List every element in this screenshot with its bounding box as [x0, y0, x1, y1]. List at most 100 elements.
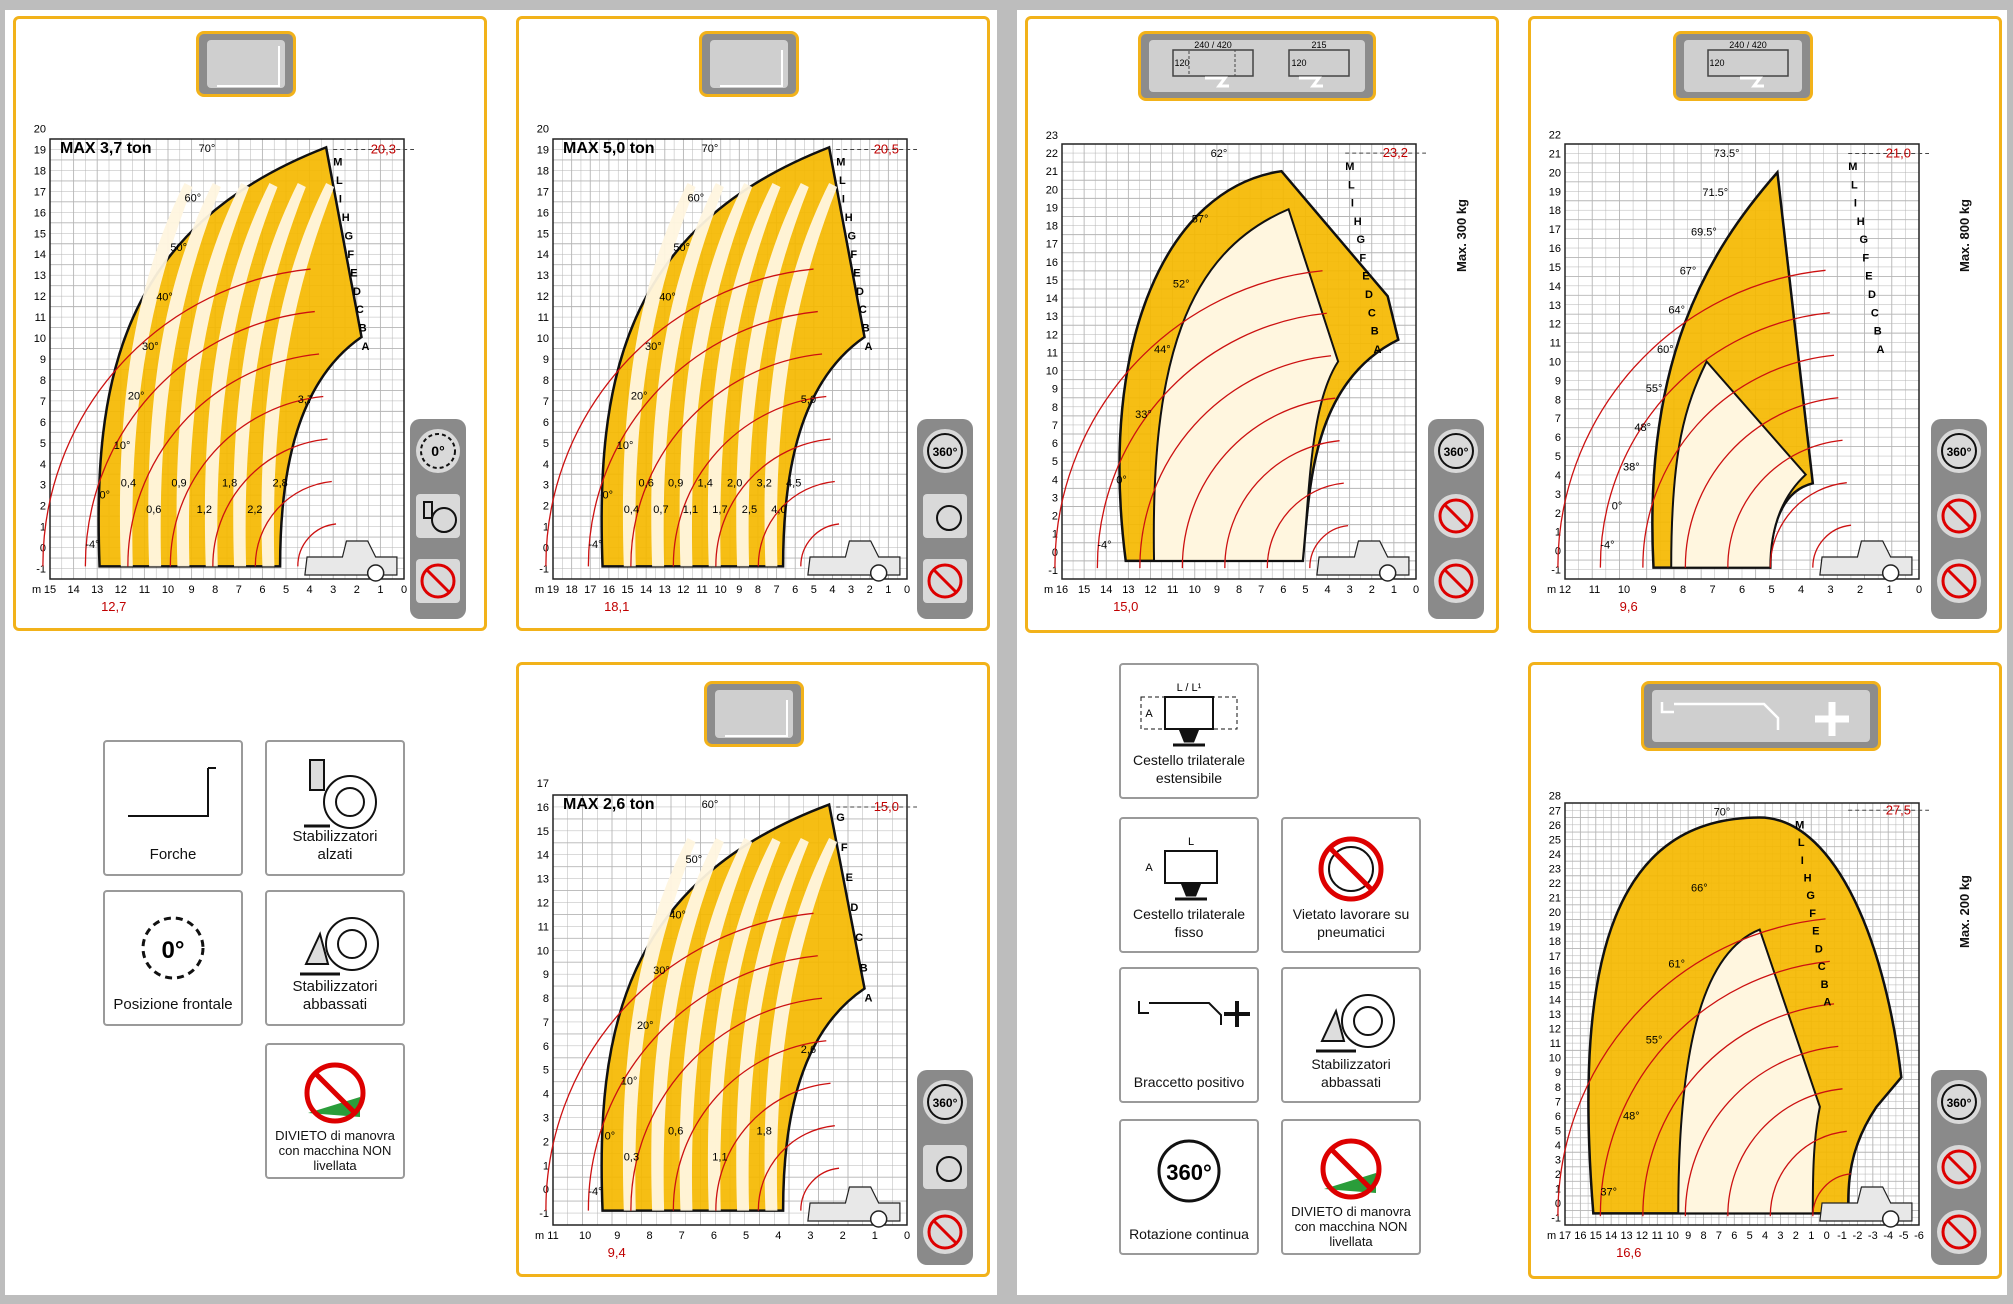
x-tick-label: 7: [236, 584, 242, 596]
angle-label: 30°: [645, 341, 662, 353]
reach-arc: [587, 310, 818, 567]
rotation-icon-text: 360°: [1444, 445, 1469, 459]
machine-wheel: [1881, 1210, 1900, 1228]
section-letter: F: [1862, 252, 1869, 264]
machine-wheel: [1881, 564, 1900, 582]
section-letter: M: [1848, 161, 1857, 173]
rotation-icon-text: 360°: [1947, 445, 1972, 459]
section-letter: C: [1368, 307, 1376, 319]
x-tick-label: 14: [1605, 1230, 1617, 1242]
y-tick-label: 5: [1555, 1125, 1561, 1137]
y-tick-label: 15: [1549, 980, 1561, 992]
band-stripe: [736, 838, 809, 1211]
reach-arc: [212, 438, 328, 567]
x-tick-label: 0: [904, 584, 910, 596]
grid-frame: [1061, 143, 1417, 580]
load-label: 0,9: [668, 478, 683, 490]
x-tick-label: 10: [1667, 1230, 1679, 1242]
angle-label: 20°: [637, 1020, 654, 1032]
section-letter: M: [333, 156, 342, 168]
y-tick-label: 9: [543, 354, 549, 366]
legend-label: Rotazione continua: [1129, 1226, 1249, 1242]
x-tick-label: 2: [1857, 584, 1863, 596]
x-tick-label: 6: [259, 584, 265, 596]
y-tick-label: 22: [1549, 130, 1561, 142]
x-tick-label: 1: [1391, 584, 1397, 596]
x-tick-label: 18: [566, 584, 578, 596]
section-letter: H: [845, 212, 853, 224]
angle-label: 64°: [1668, 305, 1685, 317]
y-tick-label: 4: [40, 459, 46, 471]
max-height-value: 20,3: [371, 141, 396, 156]
x-unit-label: m: [32, 584, 41, 596]
y-tick-label: 18: [1549, 205, 1561, 217]
section-letter: B: [860, 962, 868, 974]
section-letter: C: [859, 304, 867, 316]
legend-label: Cestello trilaterale fisso: [1132, 906, 1246, 940]
x-tick-label: 7: [774, 584, 780, 596]
x-tick-label: 6: [792, 584, 798, 596]
x-tick-label: 4: [1324, 584, 1330, 596]
section-letter: C: [1818, 961, 1826, 973]
x-tick-label: 16: [603, 584, 615, 596]
side-icons-5: 360°: [917, 1070, 973, 1265]
load-label: 1,8: [222, 478, 237, 490]
angle-label: 71.5°: [1702, 187, 1728, 199]
reach-arc: [127, 353, 320, 567]
y-tick-label: 17: [1549, 951, 1561, 963]
angle-label: 66°: [1691, 883, 1708, 895]
load-label: 1,7: [712, 504, 727, 516]
band-stripe: [148, 183, 221, 567]
y-tick-label: 5: [543, 1065, 549, 1077]
y-tick-label: 1: [543, 522, 549, 534]
section-letter: L: [1798, 837, 1805, 849]
section-letter: F: [850, 249, 857, 261]
section-letter: E: [1865, 271, 1872, 283]
reach-arc: [1599, 960, 1830, 1217]
section-letter: D: [1365, 289, 1373, 301]
angle-label: 10°: [621, 1075, 638, 1087]
grid-frame: [1564, 143, 1920, 580]
section-letter: C: [855, 932, 863, 944]
reach-arc: [545, 912, 814, 1211]
load-label: 0,6: [668, 1126, 683, 1138]
y-tick-label: 13: [34, 270, 46, 282]
band-stripe: [119, 183, 193, 567]
y-tick-label: 19: [537, 144, 549, 156]
load-label: 4,5: [786, 478, 801, 490]
y-tick-label: 20: [537, 124, 549, 136]
x-tick-label: 15: [621, 584, 633, 596]
y-tick-label: -1: [1551, 1213, 1561, 1225]
section-letter: M: [836, 156, 845, 168]
band-stripe: [204, 183, 278, 567]
chart-title: MAX 3,7 ton: [60, 140, 152, 157]
y-tick-label: 5: [40, 438, 46, 450]
reach-arc: [715, 1082, 831, 1211]
y-tick-label: 10: [537, 945, 549, 957]
section-letter: L: [1348, 179, 1355, 191]
angle-label: 30°: [142, 341, 159, 353]
y-tick-label: 15: [537, 228, 549, 240]
y-tick-label: 3: [1555, 1155, 1561, 1167]
reach-arc: [1642, 1003, 1835, 1217]
legend-label: Braccetto positivo: [1133, 1074, 1245, 1090]
y-tick-label: 13: [1046, 311, 1058, 323]
load-label: 2,2: [247, 504, 262, 516]
section-letter: E: [350, 267, 357, 279]
section-letter: E: [853, 267, 860, 279]
x-tick-label: 16: [1574, 1230, 1586, 1242]
angle-label: -4°: [85, 539, 99, 551]
x-tick-label: 0: [904, 1230, 910, 1242]
y-tick-label: 4: [543, 459, 549, 471]
max-load-label-4: Max. 800 kg: [1957, 199, 1972, 272]
load-label: 3,2: [757, 478, 772, 490]
machine-wheel: [869, 564, 888, 582]
band-stripe: [764, 183, 838, 567]
rotation-text: 360°: [1166, 1160, 1212, 1185]
section-letter: F: [841, 842, 848, 854]
y-tick-label: 2: [543, 1136, 549, 1148]
section-letter: H: [342, 212, 350, 224]
y-tick-label: 14: [34, 249, 46, 261]
